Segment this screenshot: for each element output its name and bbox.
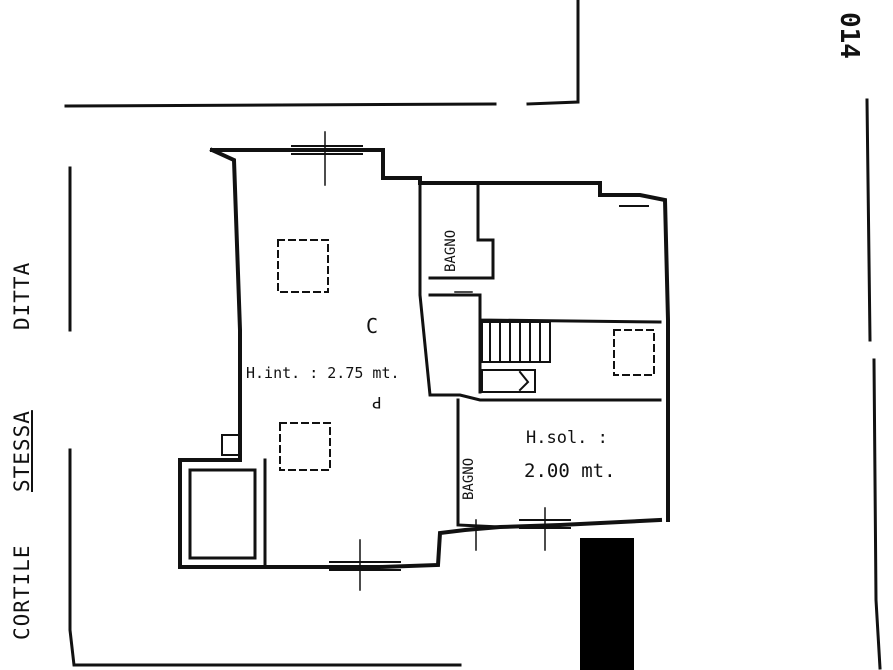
room-side-height-line1: H.sol. :	[526, 428, 608, 448]
stairs	[481, 321, 551, 393]
room-side-height-line2: 2.00 mt.	[524, 460, 616, 482]
bath-bottom-label: BAGNO	[461, 457, 477, 500]
mark-p: P	[372, 393, 382, 412]
boundary-left	[68, 166, 462, 667]
side-text-ditta: DITTA	[10, 261, 34, 330]
side-text-stessa: STESSA	[10, 410, 34, 492]
solid-block	[580, 538, 634, 670]
boundary-right	[865, 98, 882, 670]
windows	[221, 145, 649, 571]
room-main-height: H.int. : 2.75 mt.	[246, 364, 400, 382]
side-text-cortile: CORTILE	[10, 544, 34, 640]
dashed-openings	[277, 239, 655, 471]
bath-top-label: BAGNO	[443, 229, 459, 272]
interior-walls	[188, 181, 662, 569]
boundary-top	[64, 0, 580, 108]
mark-c: C	[366, 314, 379, 338]
outer-wall	[178, 147, 670, 569]
cross-marks	[324, 131, 546, 591]
page-number: 014	[834, 12, 864, 59]
